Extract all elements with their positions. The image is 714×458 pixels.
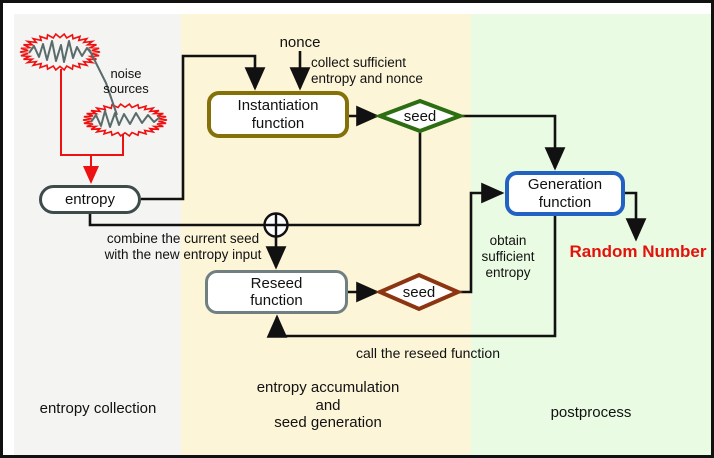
instantiation-function-box: Instantiation function xyxy=(207,91,349,138)
obtain-entropy-annotation: obtain sufficient entropy xyxy=(481,233,535,280)
noise-connector-line xyxy=(88,48,118,116)
section-postprocess xyxy=(471,14,711,455)
edge-entropy-to-xor xyxy=(88,214,420,227)
noise-source-blob-2 xyxy=(82,103,168,137)
edge-call-reseed-loop xyxy=(266,216,557,338)
section-entropy-accumulation xyxy=(181,14,471,455)
seed-diamond-instantiation xyxy=(374,98,466,134)
diagram-edges xyxy=(19,32,647,338)
collect-entropy-annotation: collect sufficient entropy and nonce xyxy=(311,55,423,86)
waveform-icon-2 xyxy=(90,110,161,128)
seed-label-reseed: seed xyxy=(402,284,436,301)
reseed-function-box: Reseed function xyxy=(205,270,348,314)
combine-seed-annotation: combine the current seed with the new en… xyxy=(104,231,262,262)
noise-sources-label: noise sources xyxy=(103,66,149,97)
section-label-entropy-collection: entropy collection xyxy=(39,400,157,417)
section-entropy-collection xyxy=(14,14,181,455)
xor-icon xyxy=(263,212,289,238)
section-label-entropy-accumulation: entropy accumulation and seed generation xyxy=(256,379,400,432)
nonce-label: nonce xyxy=(279,34,321,51)
seed-diamond-reseed xyxy=(374,272,464,312)
waveform-icon-1 xyxy=(28,40,92,63)
generation-function-box: Generation function xyxy=(505,171,625,216)
entropy-box: entropy xyxy=(39,185,141,214)
edge-seed-to-generation xyxy=(460,114,566,171)
edge-entropy-to-instantiation xyxy=(141,54,266,201)
section-label-postprocess: postprocess xyxy=(550,404,632,421)
random-number-output: Random Number xyxy=(569,242,707,261)
edge-generation-to-random-number xyxy=(625,191,647,242)
edge-seed-to-generation-left xyxy=(458,182,505,294)
call-reseed-annotation: call the reseed function xyxy=(356,345,500,361)
noise-source-blob-1 xyxy=(19,32,101,72)
seed-label-instantiation: seed xyxy=(403,108,437,125)
